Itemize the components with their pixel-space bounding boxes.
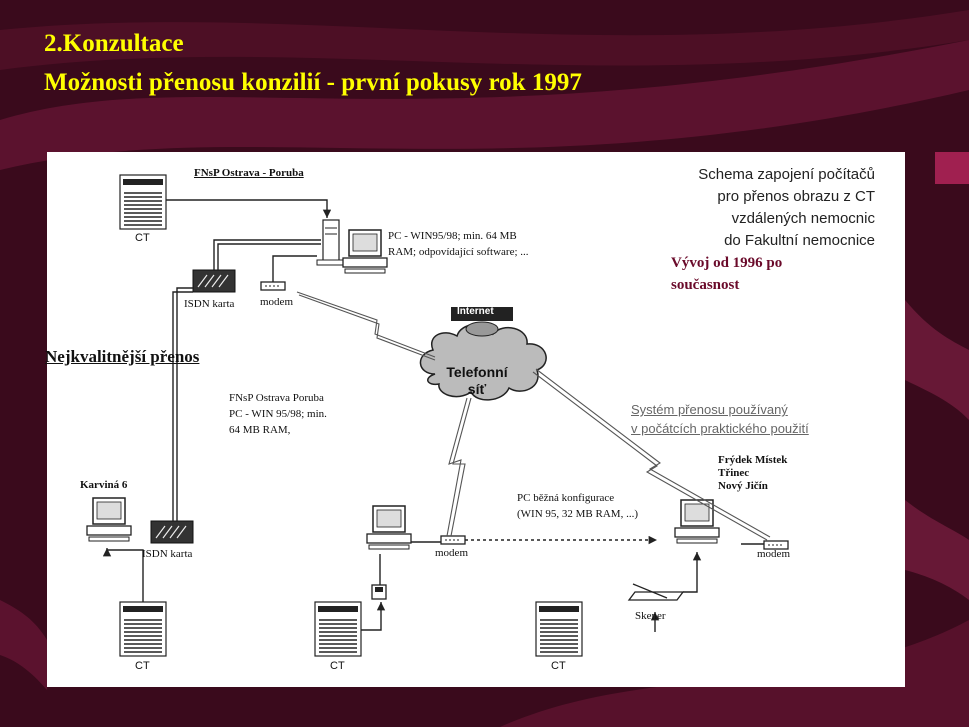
ct-scanner-icon (119, 601, 167, 657)
frydek-line2: Třinec (718, 467, 750, 479)
fnsp2-line3: 64 MB RAM, (229, 424, 291, 436)
fnsp2-line2: PC - WIN 95/98; min. (229, 408, 327, 420)
frydek-line3: Nový Jičín (718, 480, 768, 492)
heading-line: vzdálených nemocnic (731, 210, 875, 227)
fnsp-title: FNsP Ostrava - Poruba (194, 167, 304, 179)
ct-label: CT (330, 660, 345, 672)
pc-bezna-line1: PC běžná konfigurace (517, 492, 615, 504)
server-tower-icon (316, 219, 346, 266)
pc-workstation-icon (86, 497, 132, 542)
internet-badge-icon (451, 307, 513, 337)
modem-icon (260, 281, 286, 291)
fnsp-pc-spec: FNsP Ostrava Poruba PC - WIN 95/98; min.… (229, 390, 327, 438)
scanner-icon (627, 583, 685, 601)
vyvoj-line1: Vývoj od 1996 po (671, 255, 783, 271)
telefonni-line2: síť (467, 381, 487, 397)
internet-label: Internet (457, 306, 494, 317)
system-note: Systém přenosu používaný v počátcích pra… (631, 400, 809, 438)
frydek-label: Frýdek Místek Třinec Nový Jičín (718, 454, 787, 493)
ct-scanner-icon (535, 601, 583, 657)
slide-title-line2: Možnosti přenosu konzilií - první pokusy… (44, 69, 582, 96)
fnsp2-line1: FNsP Ostrava Poruba (229, 392, 324, 404)
best-transfer-label: Nejkvalitnější přenos (45, 347, 200, 366)
ct-label: CT (135, 232, 150, 244)
pc-spec-line2: RAM; odpovídající software; ... (388, 246, 529, 258)
ct-label: CT (135, 660, 150, 672)
vyvoj-line2: současnost (671, 277, 740, 293)
slide-title-line1: 2.Konzultace (44, 30, 184, 57)
ct-scanner-icon (314, 601, 362, 657)
heading-line: do Fakultní nemocnice (724, 232, 875, 249)
isdn-label: ISDN karta (142, 548, 193, 560)
modem-label: modem (435, 547, 468, 559)
diagram-panel: Schema zapojení počítačů pro přenos obra… (45, 152, 905, 687)
development-note: Vývoj od 1996 po současnost (671, 252, 782, 296)
pc-workstation-icon (342, 229, 388, 274)
system-line2: v počátcích praktického použití (631, 421, 809, 436)
heading-line: Schema zapojení počítačů (698, 166, 875, 183)
pc-bezna-label: PC běžná konfigurace (WIN 95, 32 MB RAM,… (517, 490, 638, 522)
karvina-label: Karviná 6 (80, 479, 128, 491)
pc-spec-line1: PC - WIN95/98; min. 64 MB (388, 230, 517, 242)
ct-label: CT (551, 660, 566, 672)
modem-label: modem (260, 296, 293, 308)
isdn-card-icon (192, 269, 236, 293)
pc-workstation-icon (366, 505, 412, 550)
diagram-heading: Schema zapojení počítačů pro přenos obra… (643, 164, 875, 252)
system-line1: Systém přenosu používaný (631, 402, 788, 417)
pc-workstation-icon (674, 499, 720, 544)
network-diagram (86, 174, 789, 657)
pc-spec: PC - WIN95/98; min. 64 MB RAM; odpovídaj… (388, 228, 529, 260)
pc-bezna-line2: (WIN 95, 32 MB RAM, ...) (517, 508, 638, 520)
frydek-line1: Frýdek Místek (718, 454, 788, 466)
heading-line: pro přenos obrazu z CT (717, 188, 875, 205)
isdn-label: ISDN karta (184, 298, 235, 310)
telefonni-line1: Telefonní (446, 364, 508, 380)
isdn-card-icon (150, 520, 194, 544)
floppy-disk-icon (371, 584, 387, 600)
skener-label: Skener (635, 610, 666, 622)
telephone-network-cloud-icon (419, 323, 547, 401)
modem-label: modem (757, 548, 790, 560)
modem-icon (440, 535, 466, 545)
ct-scanner-icon (119, 174, 167, 230)
telefonni-label: Telefonní síť (444, 364, 510, 398)
accent-square (935, 152, 969, 184)
